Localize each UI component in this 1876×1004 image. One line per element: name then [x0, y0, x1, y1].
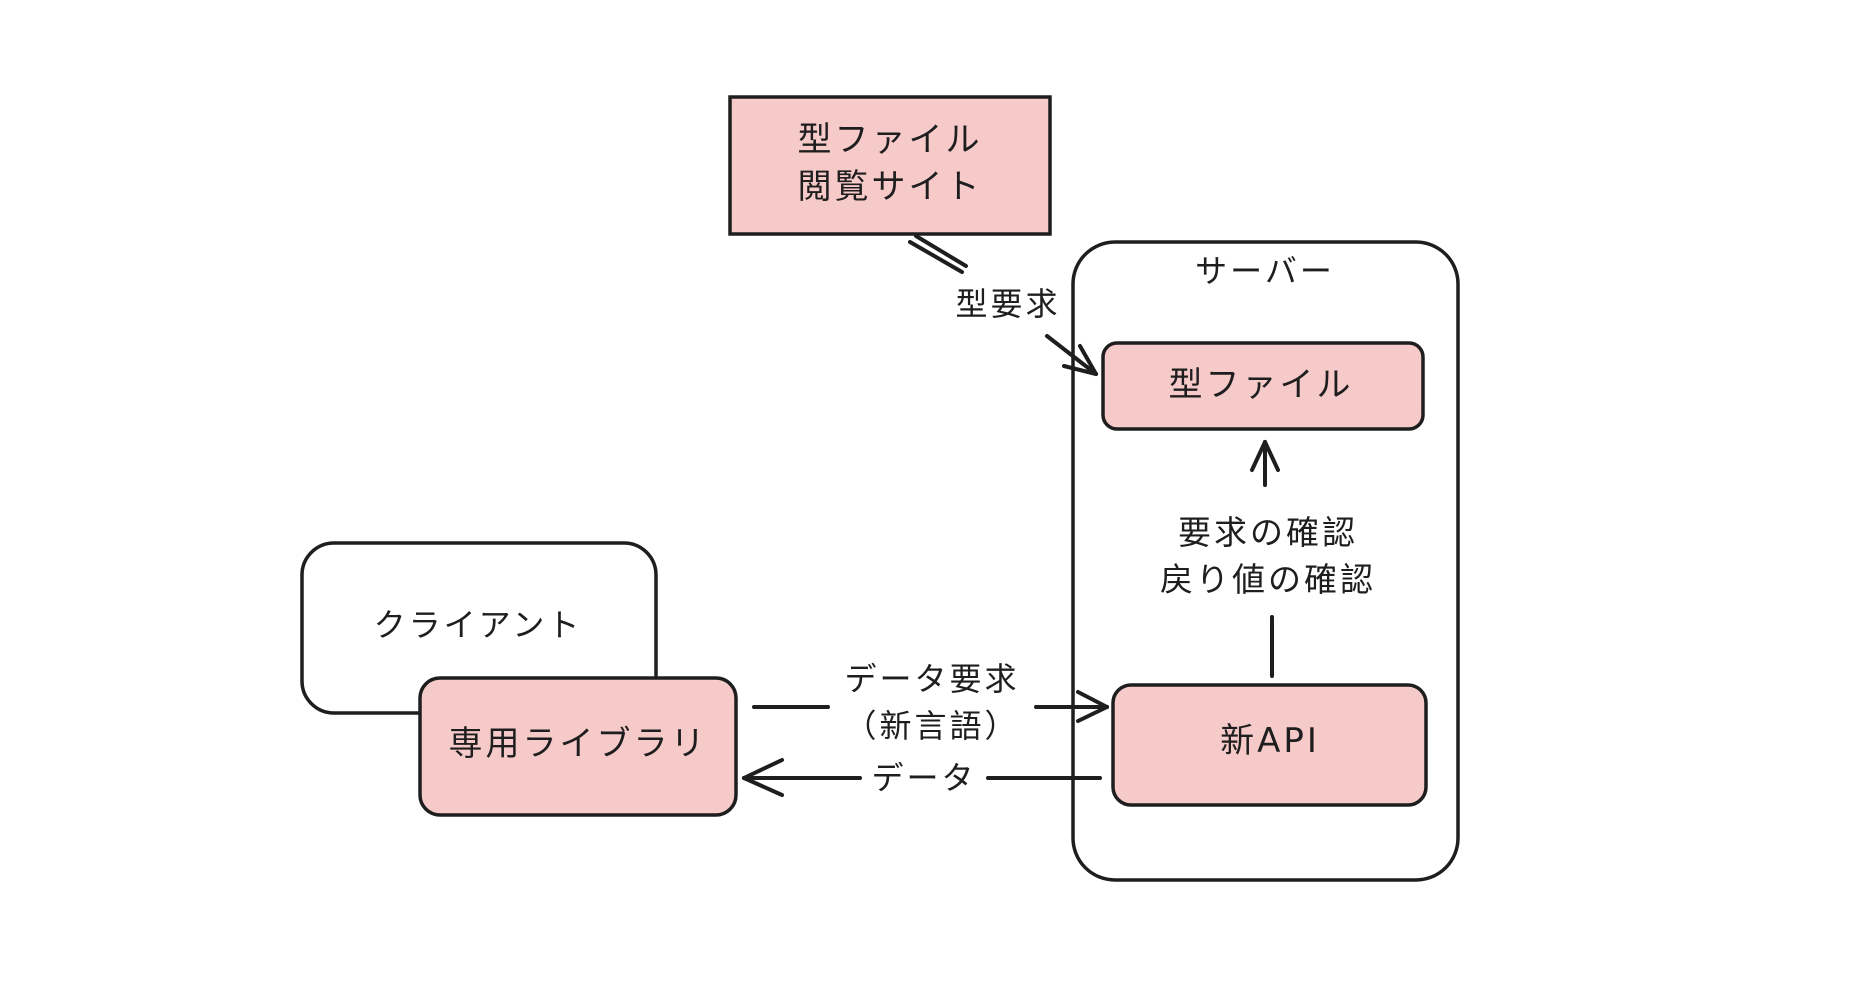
type-request-edge: 型要求 — [908, 234, 1098, 376]
type-viewer-line1: 型ファイル — [798, 120, 983, 160]
type-file-label: 型ファイル — [1169, 365, 1354, 405]
data-request-label-line2: （新言語） — [844, 707, 1019, 745]
new-api-label: 新API — [1220, 721, 1320, 761]
check-label-line2: 戻り値の確認 — [1160, 560, 1376, 599]
library-label: 専用ライブラリ — [449, 724, 708, 764]
type-viewer-line2: 閲覧サイト — [798, 167, 983, 207]
library-node: 専用ライブラリ — [418, 676, 738, 817]
data-request-label-line1: データ要求 — [844, 660, 1019, 698]
check-edge: 要求の確認 戻り値の確認 — [1160, 440, 1376, 678]
data-response-label: データ — [871, 759, 976, 797]
client-label: クライアント — [374, 606, 583, 644]
check-label-line1: 要求の確認 — [1178, 513, 1358, 552]
data-response-edge: データ — [742, 758, 1102, 797]
type-viewer-node: 型ファイル 閲覧サイト — [728, 95, 1052, 236]
client-container: クライアント — [300, 541, 658, 715]
new-api-node: 新API — [1111, 683, 1428, 807]
server-label: サーバー — [1195, 252, 1335, 290]
data-request-edge: データ要求 （新言語） — [752, 660, 1109, 745]
type-file-node: 型ファイル — [1101, 341, 1425, 431]
type-request-label: 型要求 — [955, 285, 1060, 323]
